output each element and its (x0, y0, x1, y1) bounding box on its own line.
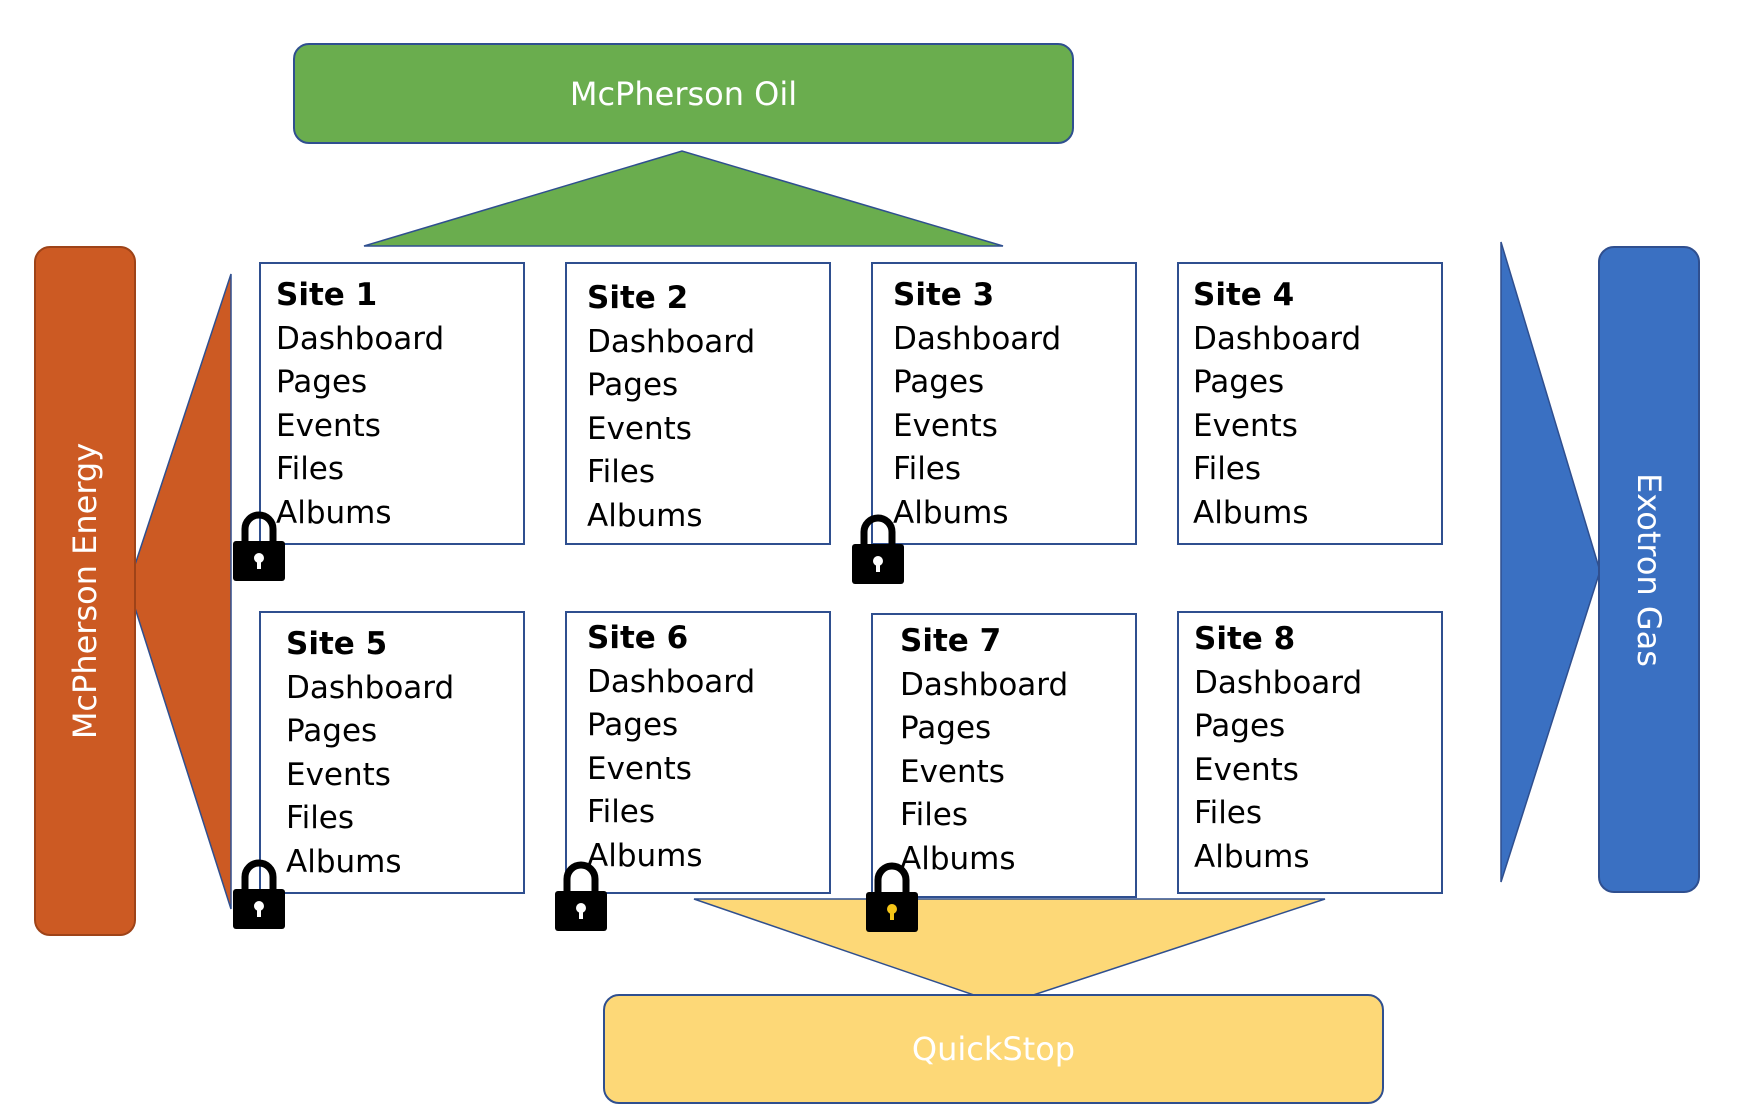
site-item-pages: Pages (1193, 364, 1285, 400)
site-item-pages: Pages (587, 367, 679, 403)
site-item-pages: Pages (893, 364, 985, 400)
site-title: Site 6 (587, 620, 689, 656)
site-item-events: Events (286, 756, 391, 793)
lock-icon (233, 511, 285, 581)
site-item-albums: Albums (1193, 494, 1309, 531)
site-item-dashboard: Dashboard (587, 663, 756, 700)
arrows-layer (127, 150, 1601, 1006)
site-item-files: Files (286, 800, 355, 836)
org-label-left: McPherson Energy (66, 442, 105, 740)
org-label-right: Exotron Gas (1630, 472, 1669, 667)
site-item-dashboard: Dashboard (1193, 320, 1362, 357)
site-item-pages: Pages (276, 364, 368, 400)
lock-icon-highlight (866, 862, 918, 932)
org-label-bottom: QuickStop (911, 1030, 1076, 1068)
site-item-events: Events (893, 407, 998, 444)
site-item-files: Files (587, 794, 656, 830)
site-item-pages: Pages (1194, 708, 1286, 744)
org-exotron-gas: Exotron Gas (1598, 246, 1700, 893)
site-item-pages: Pages (587, 707, 679, 743)
site-item-albums: Albums (900, 840, 1016, 877)
site-title: Site 3 (893, 277, 995, 313)
site-title: Site 1 (276, 277, 378, 313)
site-card-8: Site 8 Dashboard Pages Events Files Albu… (1177, 611, 1443, 894)
site-item-dashboard: Dashboard (286, 669, 455, 706)
lock-icon (555, 861, 607, 931)
site-item-events: Events (1193, 407, 1298, 444)
site-card-6: Site 6 Dashboard Pages Events Files Albu… (565, 611, 831, 894)
org-label-top: McPherson Oil (569, 74, 798, 113)
arrow-up-green (363, 150, 1004, 247)
arrow-down-yellow (693, 898, 1326, 1006)
site-item-dashboard: Dashboard (276, 320, 445, 357)
site-item-albums: Albums (587, 497, 703, 534)
site-item-dashboard: Dashboard (900, 666, 1069, 703)
org-mcpherson-energy: McPherson Energy (34, 246, 136, 936)
site-item-albums: Albums (276, 494, 392, 531)
site-card-3: Site 3 Dashboard Pages Events Files Albu… (871, 262, 1137, 545)
site-item-files: Files (1194, 795, 1263, 831)
site-item-dashboard: Dashboard (893, 320, 1062, 357)
site-title: Site 4 (1193, 277, 1295, 313)
site-card-4: Site 4 Dashboard Pages Events Files Albu… (1177, 262, 1443, 545)
site-item-dashboard: Dashboard (1194, 664, 1363, 701)
site-card-2: Site 2 Dashboard Pages Events Files Albu… (565, 262, 831, 545)
org-quickstop: QuickStop (603, 994, 1384, 1104)
site-card-1: Site 1 Dashboard Pages Events Files Albu… (259, 262, 525, 545)
site-item-files: Files (587, 454, 656, 490)
site-item-files: Files (1193, 451, 1262, 487)
lock-icon (233, 859, 285, 929)
site-item-files: Files (893, 451, 962, 487)
site-item-files: Files (900, 797, 969, 833)
site-item-pages: Pages (900, 710, 992, 746)
site-item-albums: Albums (286, 843, 402, 880)
site-item-events: Events (1194, 751, 1299, 788)
diagram-canvas: McPherson Oil McPherson Energy Exotron G… (34, 43, 1700, 1104)
arrow-right-blue (1500, 241, 1601, 883)
lock-icon (852, 514, 904, 584)
site-title: Site 7 (900, 623, 1002, 659)
arrow-left-orange (127, 273, 232, 910)
site-card-7: Site 7 Dashboard Pages Events Files Albu… (871, 613, 1137, 898)
site-item-albums: Albums (587, 837, 703, 874)
site-item-dashboard: Dashboard (587, 323, 756, 360)
org-mcpherson-oil: McPherson Oil (293, 43, 1074, 144)
site-card-5: Site 5 Dashboard Pages Events Files Albu… (259, 611, 525, 894)
site-item-albums: Albums (893, 494, 1009, 531)
site-item-pages: Pages (286, 713, 378, 749)
site-item-events: Events (587, 750, 692, 787)
site-item-events: Events (276, 407, 381, 444)
site-title: Site 8 (1194, 621, 1296, 657)
site-item-files: Files (276, 451, 345, 487)
site-title: Site 5 (286, 626, 388, 662)
site-item-albums: Albums (1194, 838, 1310, 875)
site-item-events: Events (900, 753, 1005, 790)
site-title: Site 2 (587, 280, 689, 316)
site-item-events: Events (587, 410, 692, 447)
